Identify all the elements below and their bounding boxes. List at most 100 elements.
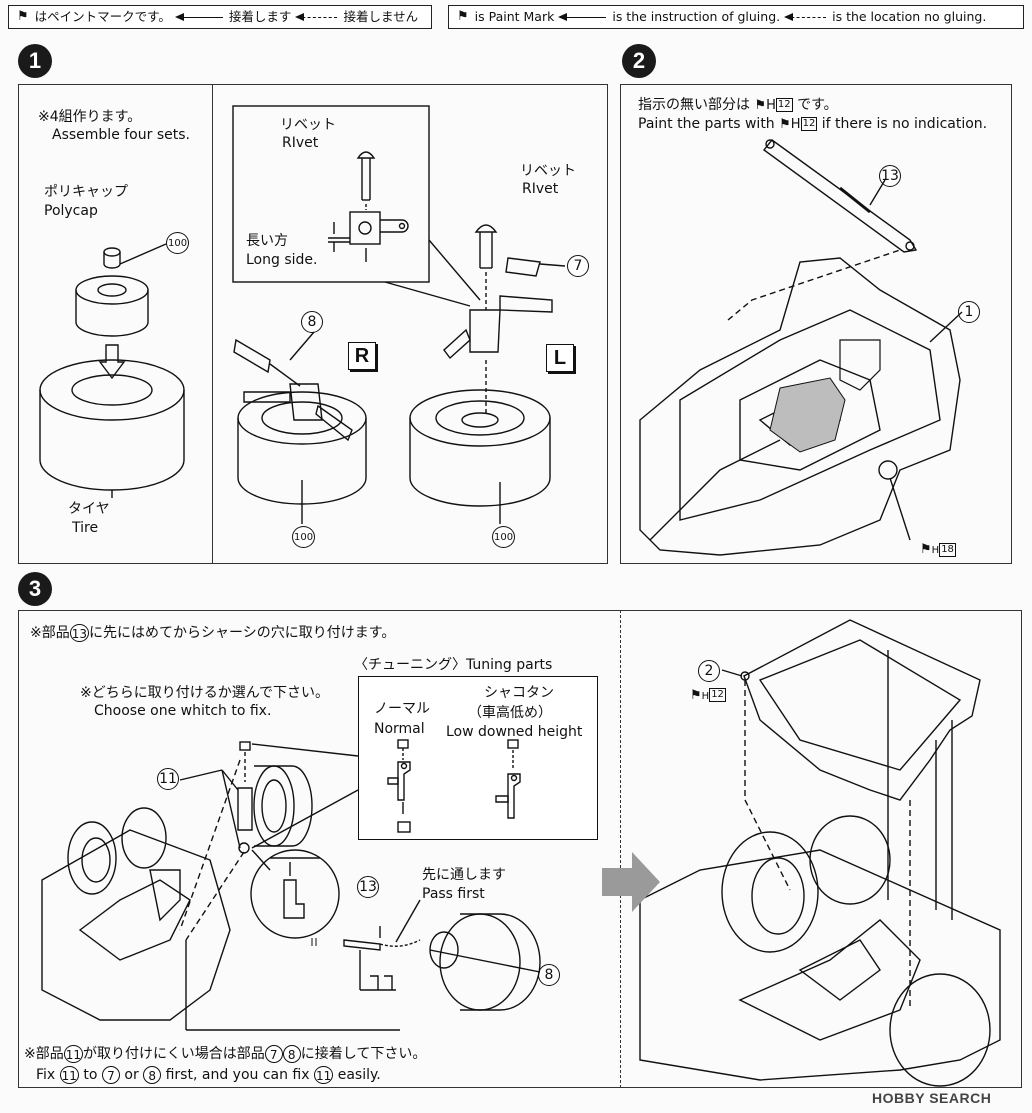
step3-panel	[18, 610, 1022, 1088]
paint-number: 12	[775, 98, 793, 112]
part-8-callout-step3: 8	[538, 964, 560, 986]
bottom-en-e: easily.	[337, 1067, 381, 1083]
choose-note-jp: ※どちらに取り付けるか選んで下さい。	[80, 685, 330, 701]
tuning-title: 〈チューニング〉Tuning parts	[354, 657, 553, 673]
step1-note-en: Assemble four sets.	[52, 127, 190, 143]
part-8-callout: 8	[301, 311, 323, 333]
step2-note-jp-b: です。	[797, 97, 838, 113]
rivet2-label-en: RIvet	[522, 181, 559, 197]
part-1-callout: 1	[958, 301, 980, 323]
part-11-inline: 11	[59, 1066, 79, 1084]
step2-note-en-b: if there is no indication.	[821, 116, 988, 132]
pass-first-jp: 先に通します	[422, 867, 506, 883]
right-side-badge: R	[348, 342, 376, 370]
legend-jp-glue: 接着します	[228, 9, 292, 24]
paint-mark-icon: ⚑	[17, 9, 29, 24]
step-number-1: 1	[18, 44, 52, 78]
legend-jp-paint: はペイントマークです。	[34, 9, 171, 24]
part-2-callout: 2	[698, 660, 720, 682]
glue-arrow-icon	[558, 12, 607, 21]
lowered-label-en: Low downed height	[446, 724, 583, 740]
paint-code: H	[931, 545, 940, 556]
legend-en-paint: is Paint Mark	[474, 9, 555, 24]
step3-bottom-note-en: Fix 11 to 7 or 8 first, and you can fix …	[36, 1066, 381, 1084]
part-100-r-callout: 100	[292, 526, 316, 548]
paint-mark-icon: ⚑	[754, 98, 767, 113]
part-8-inline: 8	[143, 1066, 162, 1084]
paint-number: 12	[709, 688, 726, 702]
step1-note-jp: ※4組作ります。	[38, 109, 142, 125]
left-side-badge: L	[546, 344, 574, 372]
step1-divider	[212, 84, 213, 564]
step3-divider	[620, 610, 621, 1088]
step-number-3: 3	[18, 572, 52, 606]
rivet1-label-jp: リベット	[280, 117, 336, 133]
normal-label-en: Normal	[374, 721, 425, 737]
step2-note-jp-a: 指示の無い部分は	[638, 97, 750, 113]
paint-mark-icon: ⚑	[457, 9, 469, 24]
step3-top-note-b: に先にはめてからシャーシの穴に取り付けます。	[89, 625, 396, 641]
paint-mark-icon: ⚑	[690, 688, 702, 703]
step-number-2: 2	[622, 44, 656, 78]
normal-label-jp: ノーマル	[374, 701, 430, 717]
pass-first-en: Pass first	[422, 886, 485, 902]
part-11-callout: 11	[157, 768, 179, 790]
legend-en-noglue: is the location no gluing.	[832, 9, 987, 24]
long-side-label-en: Long side.	[246, 252, 318, 268]
part-13-callout: 13	[879, 165, 901, 187]
long-side-label-jp: 長い方	[246, 233, 288, 249]
lowered-label-jp2: （車高低め）	[468, 705, 552, 721]
step2-note-en-a: Paint the parts with	[638, 116, 775, 132]
paint-mark-icon: ⚑	[920, 542, 932, 557]
step3-top-note-a: ※部品	[30, 625, 70, 641]
part-11-inline: 11	[63, 1045, 84, 1063]
tire-label-en: Tire	[72, 520, 99, 536]
part-7-inline: 7	[264, 1045, 283, 1063]
part-100-callout: 100	[166, 232, 190, 254]
part-100-l-callout: 100	[492, 526, 516, 548]
step2-panel	[620, 84, 1012, 564]
glue-arrow-icon	[174, 12, 223, 21]
paint-number: 12	[800, 117, 818, 131]
legend-en: ⚑ is Paint Mark is the instruction of gl…	[448, 5, 1024, 29]
no-glue-arrow-icon	[295, 12, 338, 21]
polycap-label-jp: ポリキャップ	[44, 184, 128, 200]
hobby-search-watermark: HOBBY SEARCH	[872, 1090, 992, 1106]
step1-panel	[18, 84, 608, 564]
bottom-jp-a: ※部品	[24, 1046, 64, 1062]
paint-code: H	[790, 117, 801, 132]
part-7-inline: 7	[101, 1066, 120, 1084]
paint-number: 18	[939, 542, 956, 557]
rivet1-label-en: RIvet	[282, 135, 319, 151]
polycap-label-en: Polycap	[44, 203, 98, 219]
part-13-inline: 13	[69, 624, 90, 642]
bottom-en-c: or	[124, 1067, 139, 1083]
part-8-inline: 8	[282, 1045, 301, 1063]
no-glue-arrow-icon	[784, 12, 827, 21]
part-11-inline: 11	[314, 1066, 334, 1084]
choose-note-en: Choose one whitch to fix.	[94, 703, 272, 719]
paint-code: H	[701, 691, 710, 702]
paint-code: H	[766, 98, 776, 113]
rivet2-label-jp: リベット	[520, 163, 576, 179]
bottom-en-b: to	[83, 1067, 98, 1083]
bottom-jp-b: が取り付けにくい場合は部品	[83, 1046, 265, 1062]
legend-en-glue: is the instruction of gluing.	[612, 9, 781, 24]
part-7-callout: 7	[567, 255, 589, 277]
paint-mark-icon: ⚑	[779, 117, 791, 132]
legend-jp: ⚑ はペイントマークです。 接着します 接着しません	[8, 5, 432, 29]
tire-label-jp: タイヤ	[68, 501, 110, 517]
legend-jp-noglue: 接着しません	[343, 9, 419, 24]
bottom-en-a: Fix	[36, 1067, 56, 1083]
bottom-jp-c: に接着して下さい。	[300, 1046, 427, 1062]
part-13b-callout: 13	[357, 876, 379, 898]
bottom-en-d: first, and you can fix	[165, 1067, 310, 1083]
tuning-parts-box	[358, 676, 598, 840]
lowered-label-jp: シャコタン	[484, 685, 554, 701]
